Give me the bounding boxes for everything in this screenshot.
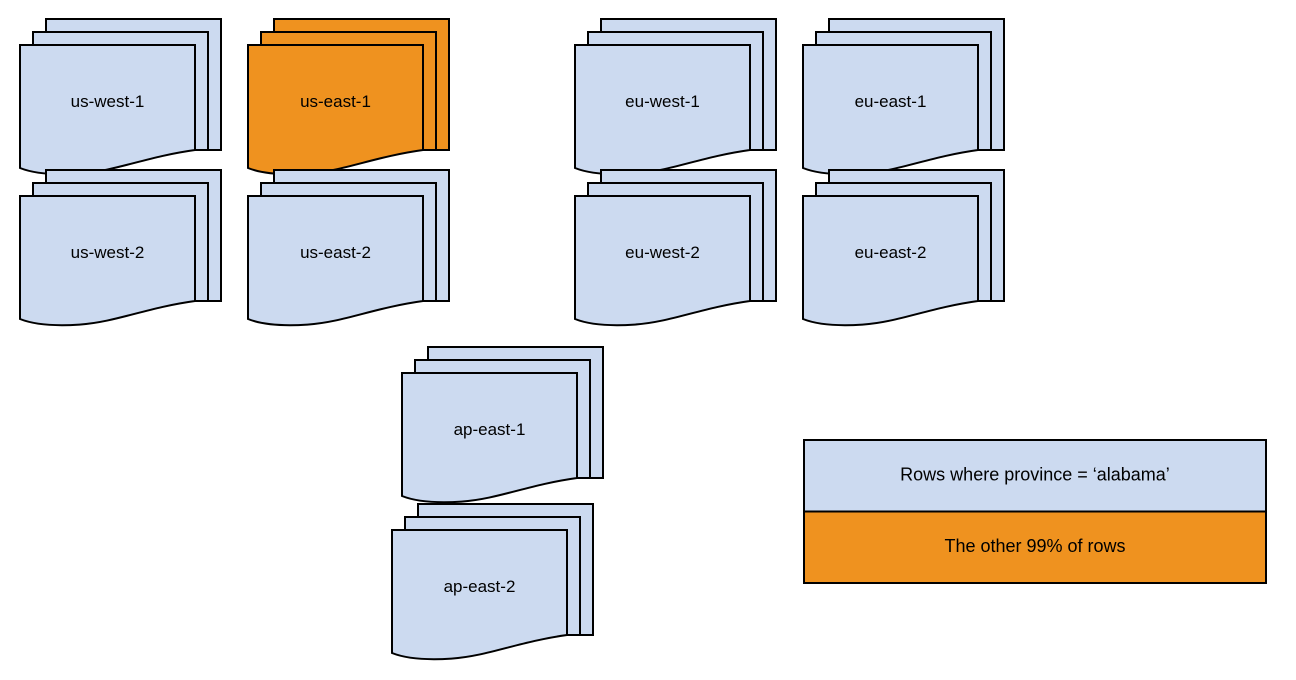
legend-row-2: The other 99% of rows <box>803 510 1267 584</box>
stack-label: us-west-1 <box>71 92 145 111</box>
document-stacks-group: us-west-1 us-east-1 eu-west-1 eu-east-1 us-w… <box>19 18 1005 661</box>
document-stack-eu-west-1[interactable]: eu-west-1 <box>574 18 777 176</box>
stack-front-sheet <box>391 529 568 661</box>
stack-label: us-east-2 <box>300 243 371 262</box>
stack-front-sheet <box>574 195 751 327</box>
document-stack-ap-east-2[interactable]: ap-east-2 <box>391 503 594 661</box>
document-stack-eu-west-2[interactable]: eu-west-2 <box>574 169 777 327</box>
stack-front-sheet <box>19 195 196 327</box>
stack-label: us-west-2 <box>71 243 145 262</box>
legend-row-1: Rows where province = ‘alabama’ <box>803 439 1267 513</box>
stack-label: eu-west-1 <box>625 92 700 111</box>
document-stack-us-east-1[interactable]: us-east-1 <box>247 18 450 176</box>
stack-label: eu-west-2 <box>625 243 700 262</box>
document-stack-us-west-2[interactable]: us-west-2 <box>19 169 222 327</box>
stack-label: ap-east-2 <box>444 577 516 596</box>
stack-front-sheet <box>802 195 979 327</box>
document-stack-ap-east-1[interactable]: ap-east-1 <box>401 346 604 504</box>
stack-front-sheet <box>247 195 424 327</box>
legend-label: Rows where province = ‘alabama’ <box>900 465 1170 485</box>
stack-label: us-east-1 <box>300 92 371 111</box>
stack-label: eu-east-2 <box>855 243 927 262</box>
document-stack-us-east-2[interactable]: us-east-2 <box>247 169 450 327</box>
legend-swatch-blue <box>803 439 1267 513</box>
legend-label: The other 99% of rows <box>944 536 1125 556</box>
document-stack-eu-east-2[interactable]: eu-east-2 <box>802 169 1005 327</box>
legend-swatch-orange <box>803 510 1267 584</box>
legend-group: Rows where province = ‘alabama’ The other… <box>803 439 1267 584</box>
stack-front-sheet <box>401 372 578 504</box>
document-stack-eu-east-1[interactable]: eu-east-1 <box>802 18 1005 176</box>
document-stack-us-west-1[interactable]: us-west-1 <box>19 18 222 176</box>
stack-label: eu-east-1 <box>855 92 927 111</box>
stack-label: ap-east-1 <box>454 420 526 439</box>
